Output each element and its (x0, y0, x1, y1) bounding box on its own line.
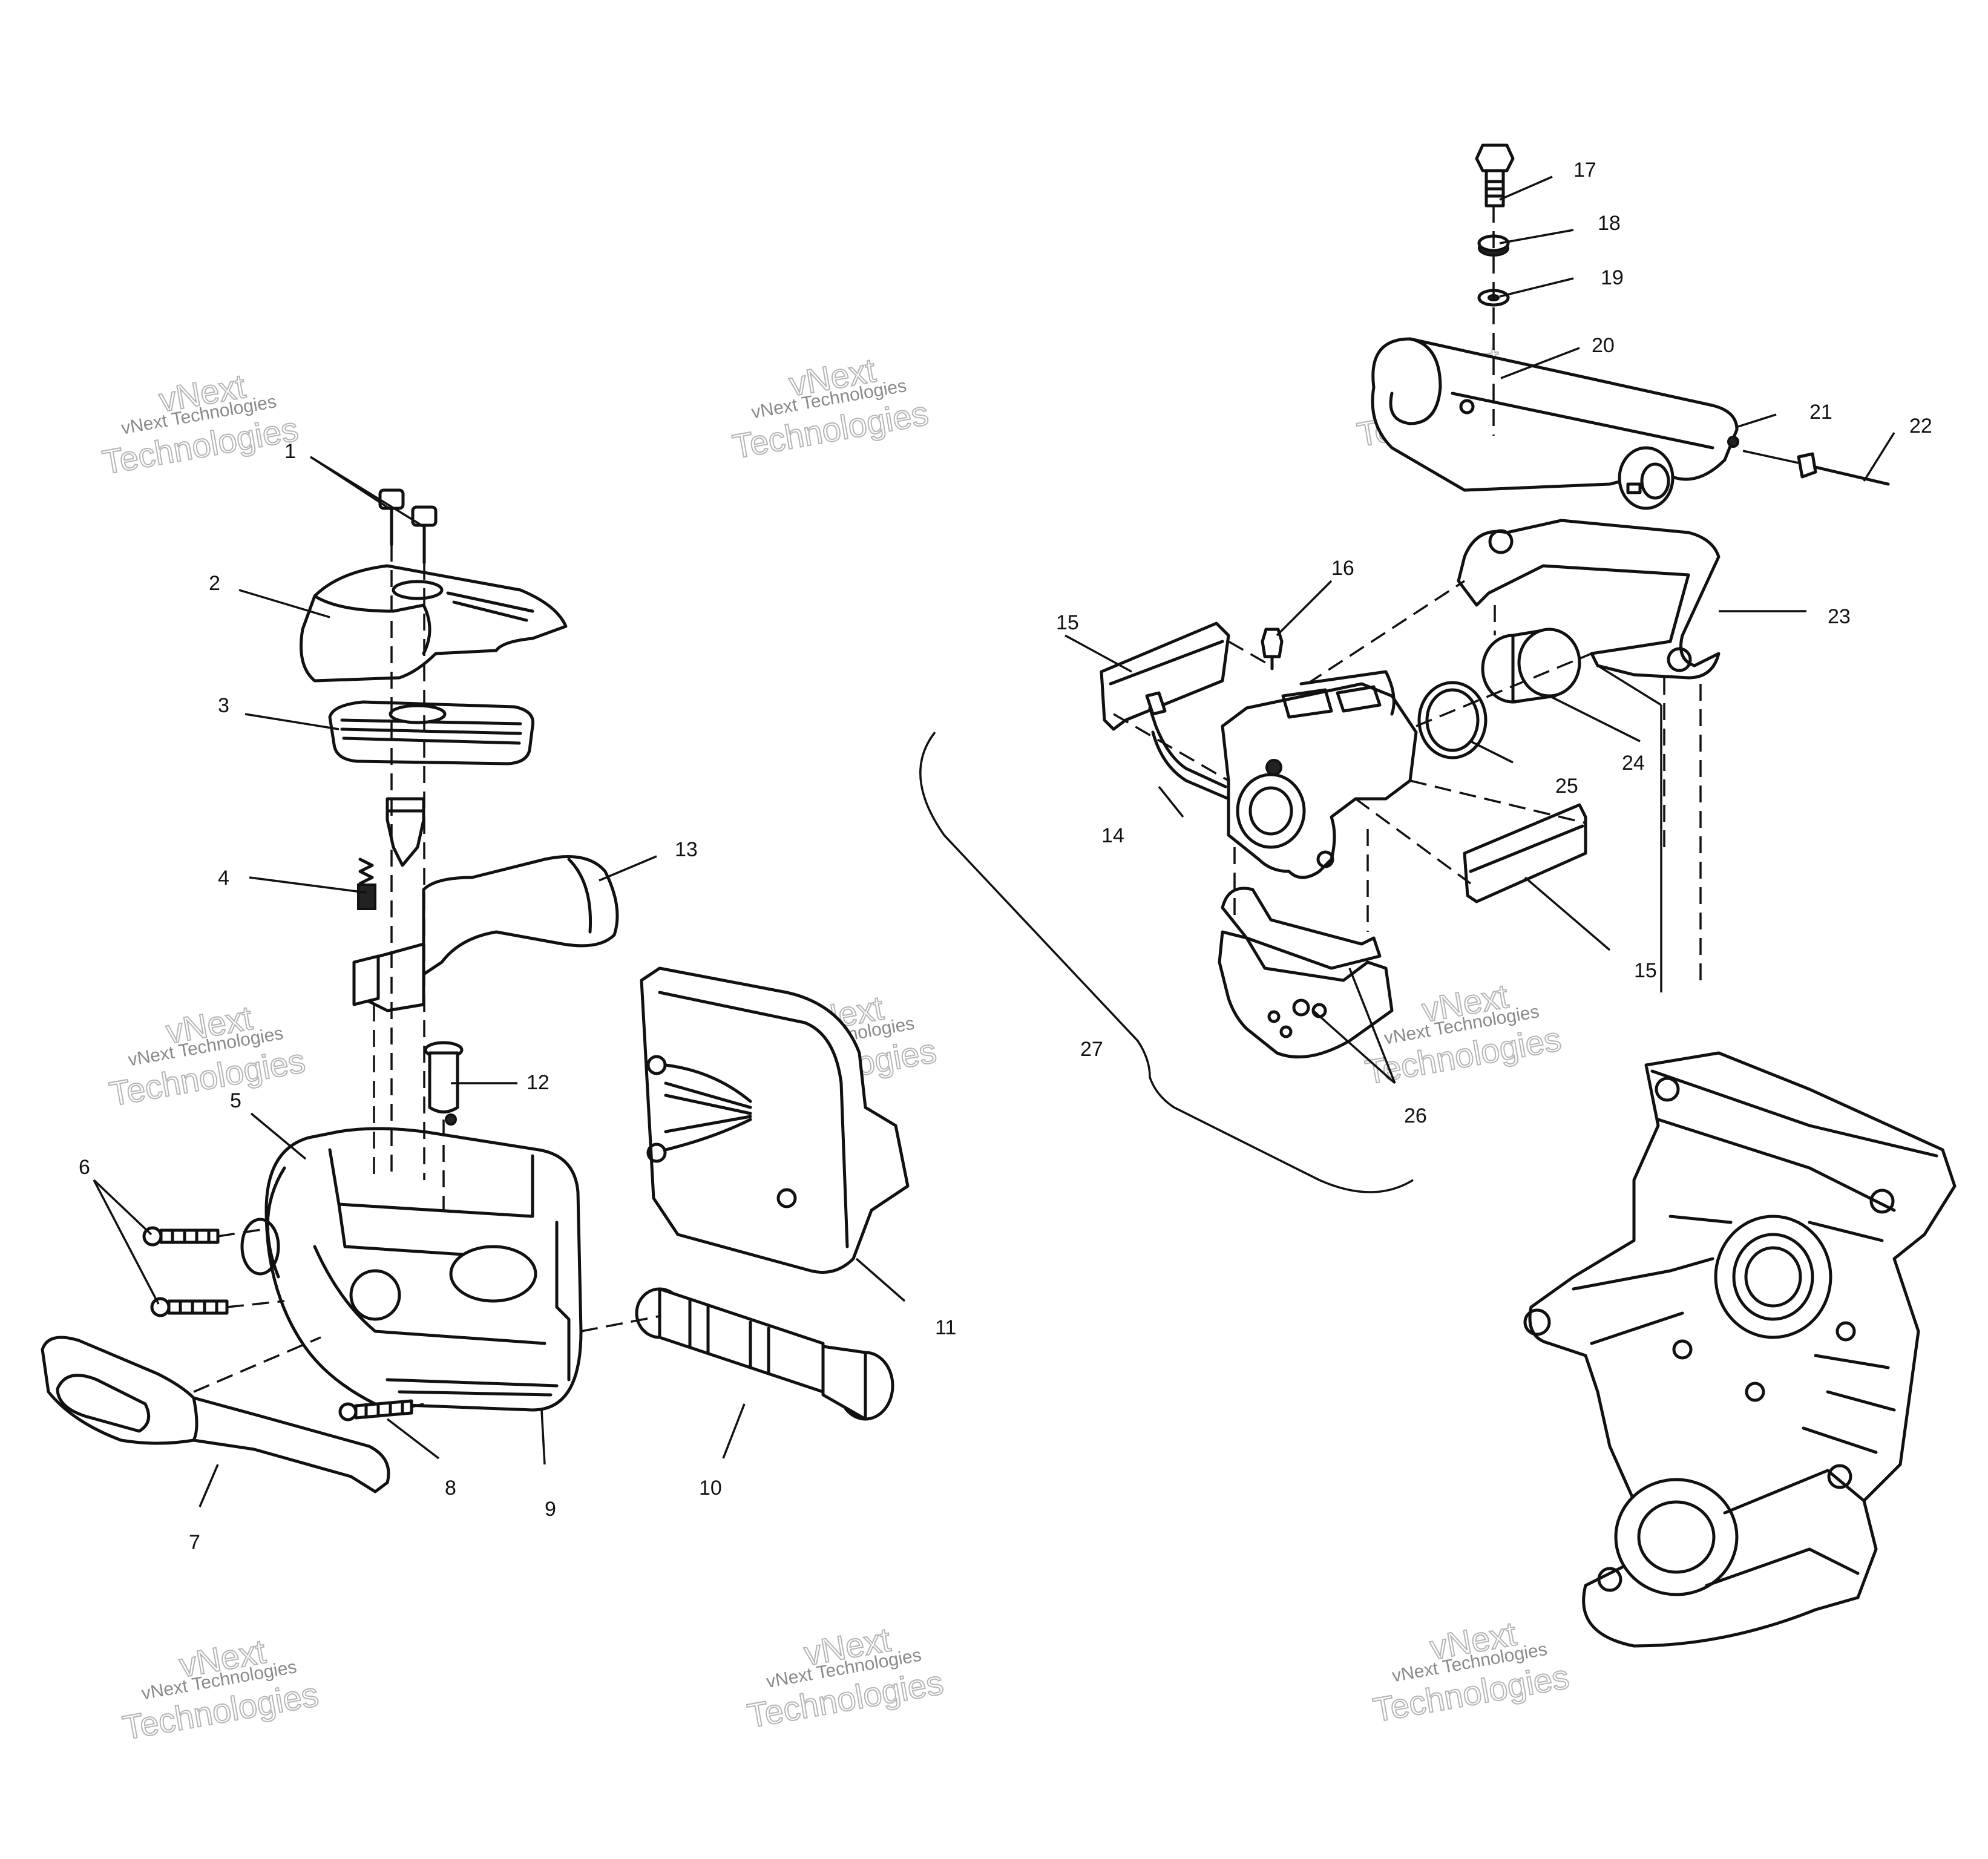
housing-casting (1523, 1051, 1957, 1648)
callout-19: 19 (1601, 266, 1624, 289)
callout-15-lower: 15 (1634, 959, 1657, 982)
part-13-throttle-lever (352, 855, 619, 1012)
callout-6: 6 (79, 1156, 90, 1179)
callout-23: 23 (1828, 605, 1851, 628)
callout-15-upper: 15 (1056, 611, 1079, 634)
callout-27: 27 (1080, 1038, 1103, 1061)
part-4-spring (357, 857, 376, 910)
watermark: vNext Technologies vNext Technologies (99, 366, 301, 482)
callout-labels: 1 2 3 4 5 6 7 8 9 10 11 12 13 14 15 15 1… (79, 159, 1932, 1554)
callout-8: 8 (445, 1477, 456, 1500)
part-2-cover (300, 564, 568, 683)
left-guide-lines (193, 545, 660, 1408)
callout-5: 5 (230, 1089, 241, 1112)
callout-1: 1 (284, 440, 296, 463)
callout-2: 2 (209, 572, 220, 595)
caliper-guide-lines (1113, 580, 1702, 992)
part-16-bleeder (1261, 628, 1284, 670)
part-20-21-bracket (1371, 337, 1739, 510)
part-7-brake-lever (41, 1336, 390, 1493)
part-15-shim-upper (1100, 621, 1230, 731)
callout-21: 21 (1809, 401, 1832, 424)
callout-9: 9 (545, 1498, 556, 1521)
watermark: vNext Technologies vNext Technologies (744, 1619, 946, 1736)
part-11-housing-cover (640, 966, 910, 1274)
part-14-caliper-body (1145, 670, 1418, 879)
callout-24: 24 (1622, 752, 1645, 775)
part-1-screws (378, 488, 438, 565)
callout-25: 25 (1555, 775, 1578, 798)
watermark: vNext Technologies vNext Technologies (106, 998, 309, 1114)
watermark: vNext Technologies vNext Technologies (1362, 976, 1564, 1092)
part-23-caliper-bracket (1457, 519, 1721, 680)
part-10-throttle-sleeve (635, 1287, 894, 1421)
callout-14: 14 (1101, 824, 1124, 847)
upper-right-guide-lines (1492, 206, 1799, 464)
callout-26: 26 (1404, 1104, 1427, 1127)
callout-20: 20 (1592, 334, 1615, 357)
part-6-screws (142, 1226, 229, 1317)
watermark: vNext Technologies vNext Technologies (119, 1631, 322, 1748)
part-15-shim-lower (1463, 803, 1587, 903)
part-12-pivot-pin (424, 1041, 464, 1126)
watermark: vNext Technologies vNext Technologies (1370, 1614, 1572, 1730)
callout-13: 13 (675, 838, 698, 861)
part-8-screw (338, 1399, 413, 1421)
part-26-brake-pads (1218, 887, 1394, 1059)
part-24-piston (1481, 628, 1581, 704)
part-25-seal-ring (1417, 681, 1488, 759)
leader-lines (93, 175, 1895, 1507)
piston-tip (385, 797, 425, 867)
callout-17: 17 (1573, 159, 1596, 182)
part-3-diaphragm (328, 700, 535, 766)
watermark: vNext Technologies vNext Technologies (729, 350, 932, 467)
callout-3: 3 (218, 694, 229, 717)
part-27-bracket (919, 731, 1414, 1193)
callout-10: 10 (699, 1477, 722, 1500)
callout-18: 18 (1598, 212, 1621, 235)
part-5-master-cylinder-body (240, 1127, 583, 1412)
callout-7: 7 (189, 1531, 200, 1554)
part-17-bolt (1475, 143, 1515, 208)
part-22-pin (1797, 452, 1890, 486)
callout-22: 22 (1909, 415, 1932, 438)
callout-12: 12 (527, 1071, 549, 1094)
callout-11: 11 (935, 1316, 956, 1339)
callout-16: 16 (1331, 557, 1354, 580)
callout-4: 4 (218, 867, 229, 890)
